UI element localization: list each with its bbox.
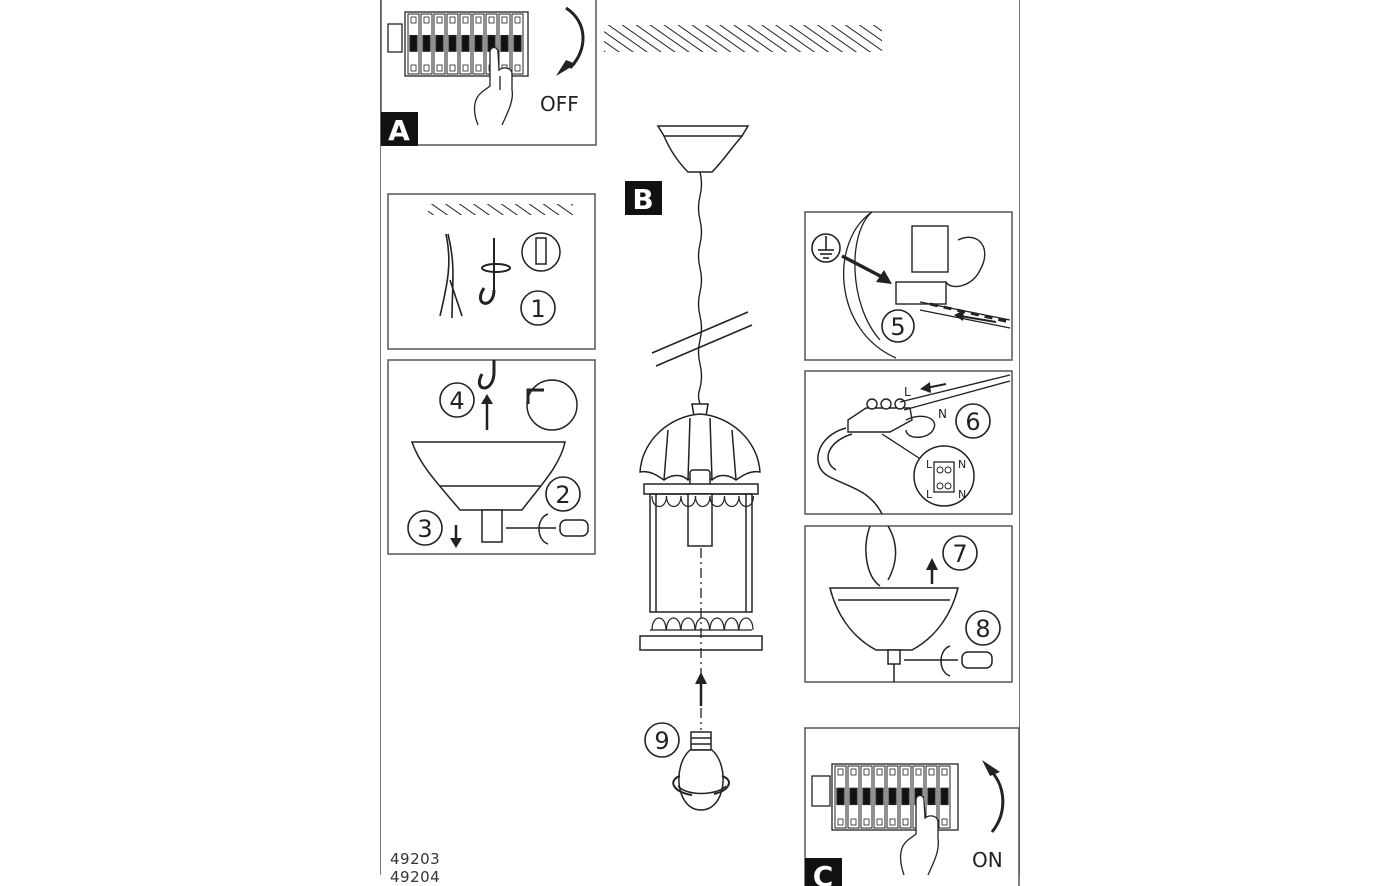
- terminal-block-icon: [895, 225, 1011, 329]
- panel-a: OFF A: [380, 0, 597, 147]
- step-number-4: 4: [449, 387, 464, 415]
- terminal-label-neutral-top: N: [958, 458, 966, 471]
- panel-letter-c: C: [813, 860, 834, 886]
- canopy-icon: [829, 587, 959, 682]
- cable-icon: [817, 427, 883, 515]
- hook-icon: [477, 360, 496, 390]
- hook-icon: [479, 232, 561, 305]
- connector-block-icon: [847, 374, 1011, 438]
- step-number-6: 6: [965, 408, 980, 436]
- lantern-bottom-scallops: [650, 617, 754, 631]
- panel-step-1: 1: [387, 193, 596, 350]
- terminal-label-live-bottom: L: [926, 488, 933, 501]
- ceiling-hatch: [604, 25, 882, 52]
- wire-label-neutral: N: [938, 407, 947, 421]
- arrow-up-icon: [986, 766, 1005, 833]
- screwdriver-icon: [506, 513, 589, 545]
- lantern-icon: [639, 403, 763, 651]
- terminal-detail-icon: [881, 433, 975, 507]
- instruction-sheet: [380, 0, 1020, 875]
- ceiling-canopy-icon: [656, 125, 750, 173]
- panel-letter-a: A: [388, 114, 410, 147]
- step-number-2: 2: [555, 481, 570, 509]
- wire-label-live: L: [904, 385, 911, 399]
- ceiling-break-lines: [651, 311, 753, 367]
- step-number-3: 3: [417, 515, 432, 543]
- step-number-5: 5: [890, 313, 905, 341]
- panel-step-5: 5: [804, 211, 1013, 361]
- switch-on-label: ON: [972, 848, 1003, 872]
- screwdriver-icon: [904, 645, 993, 677]
- canopy-icon: [410, 441, 566, 543]
- step-number-8: 8: [975, 615, 990, 643]
- panel-steps-7-8: 7 8: [804, 525, 1013, 683]
- hand-icon: [473, 46, 514, 126]
- panel-b: B: [625, 125, 763, 811]
- panel-letter-b: B: [632, 183, 653, 216]
- suspension-chain: [697, 171, 703, 405]
- terminal-label-live-top: L: [926, 458, 933, 471]
- lantern-top-scallops: [651, 495, 755, 508]
- arrow-right-icon: [841, 254, 885, 280]
- switch-off-label: OFF: [540, 92, 579, 116]
- panel-step-6: L N L N L N 6: [804, 370, 1013, 515]
- bulb-icon: [672, 731, 730, 811]
- step-number-9: 9: [654, 727, 669, 755]
- breaker-box-on: [811, 763, 959, 831]
- part-number-secondary: 49204: [390, 868, 441, 886]
- terminal-label-neutral-bottom: N: [958, 488, 966, 501]
- panel-c: ON C: [804, 727, 1020, 886]
- step-number-7: 7: [952, 540, 967, 568]
- wire-icon: [439, 233, 463, 319]
- part-number: 49203: [390, 850, 441, 868]
- ground-icon: [811, 233, 841, 263]
- arrow-down-icon: [565, 6, 585, 70]
- hand-icon: [899, 794, 940, 876]
- panel-steps-2-3-4: 4 2 3: [387, 359, 596, 555]
- breaker-box-off: [387, 11, 529, 77]
- step-number-1: 1: [530, 295, 545, 323]
- arrow-left-icon: [959, 315, 997, 323]
